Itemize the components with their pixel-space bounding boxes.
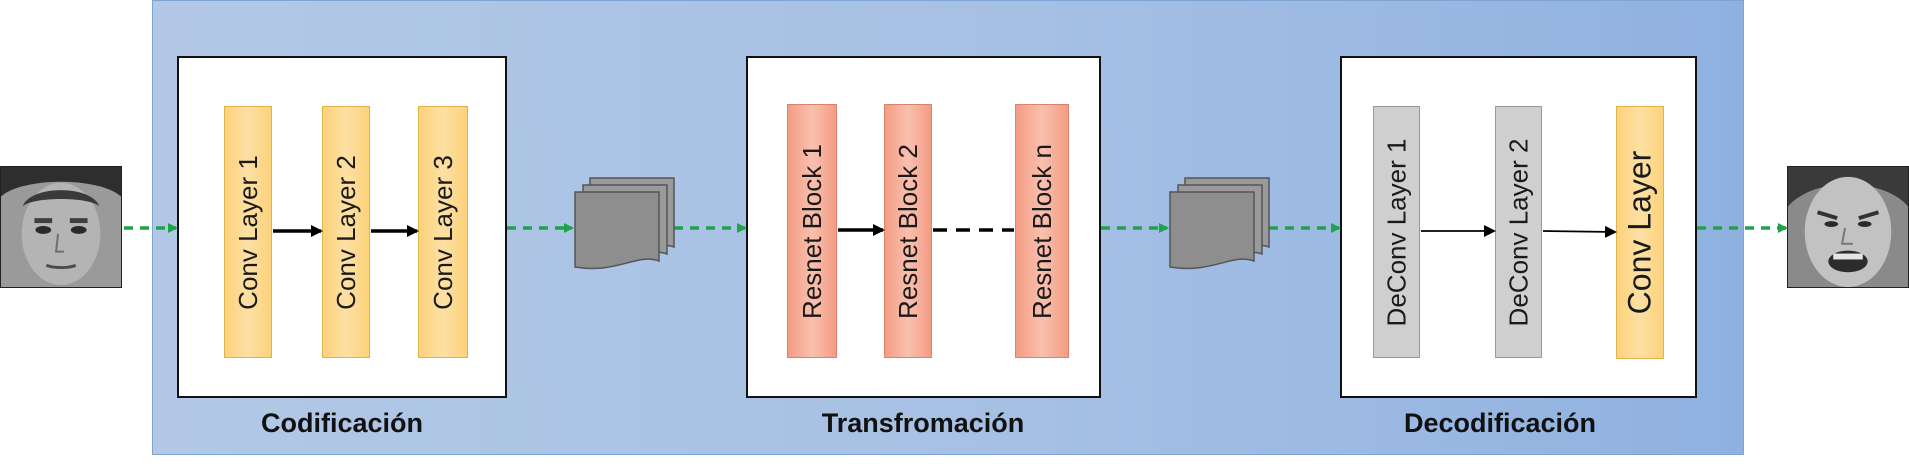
transformation-stage-title: Transfromación — [821, 408, 1025, 438]
feature-maps-icon — [1169, 177, 1270, 270]
conv-layer-3: Conv Layer 3 — [418, 106, 468, 358]
input-face-image — [0, 166, 122, 288]
resnet-block-n: Resnet Block n — [1015, 104, 1069, 358]
feature-maps-icon — [574, 177, 675, 270]
output-face-image — [1787, 166, 1909, 288]
output-conv-layer: Conv Layer — [1616, 106, 1664, 359]
deconv-layer-2: DeConv Layer 2 — [1495, 106, 1542, 358]
resnet-block-2: Resnet Block 2 — [884, 104, 932, 358]
resnet-block-1: Resnet Block 1 — [787, 104, 837, 358]
decoding-stage-title: Decodificación — [1403, 408, 1597, 438]
conv-layer-2: Conv Layer 2 — [322, 106, 370, 358]
deconv2-to-conv-arrow — [1542, 225, 1617, 238]
neutral-face-icon — [1, 167, 121, 287]
encoding-stage-title: Codificación — [260, 408, 423, 438]
deconv-layer-1: DeConv Layer 1 — [1373, 106, 1420, 358]
conv-layer-1: Conv Layer 1 — [224, 106, 272, 358]
expressive-face-icon — [1788, 167, 1908, 287]
